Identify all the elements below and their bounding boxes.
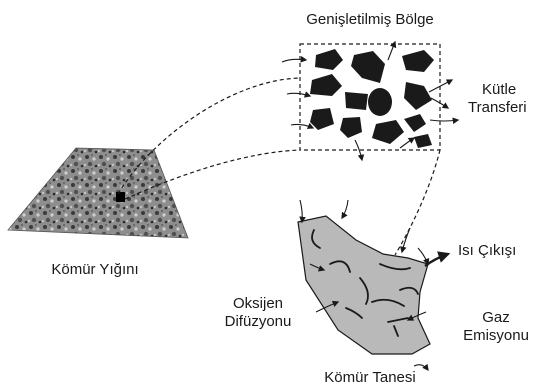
- label-gas-emission-line1: Gaz: [482, 309, 510, 326]
- heat-output-arrow: [425, 254, 448, 266]
- label-expanded-region: Genişletilmiş Bölge: [306, 11, 434, 28]
- label-oxygen-diffusion-line2: Difüzyonu: [225, 313, 292, 330]
- coal-pile: [8, 148, 188, 238]
- label-mass-transfer-line2: Transferi: [468, 99, 527, 116]
- pile-sample-square: [116, 192, 125, 202]
- label-coal-pile: Kömür Yığını: [51, 261, 138, 278]
- expanded-region: [282, 42, 458, 160]
- label-gas-emission-line2: Emisyonu: [463, 327, 529, 344]
- label-oxygen-diffusion-line1: Oksijen: [233, 295, 283, 312]
- label-heat-output: Isı Çıkışı: [458, 242, 516, 259]
- coal-particle: [298, 200, 448, 370]
- label-coal-particle: Kömür Tanesi: [324, 369, 415, 386]
- label-mass-transfer-line1: Kütle: [482, 81, 516, 98]
